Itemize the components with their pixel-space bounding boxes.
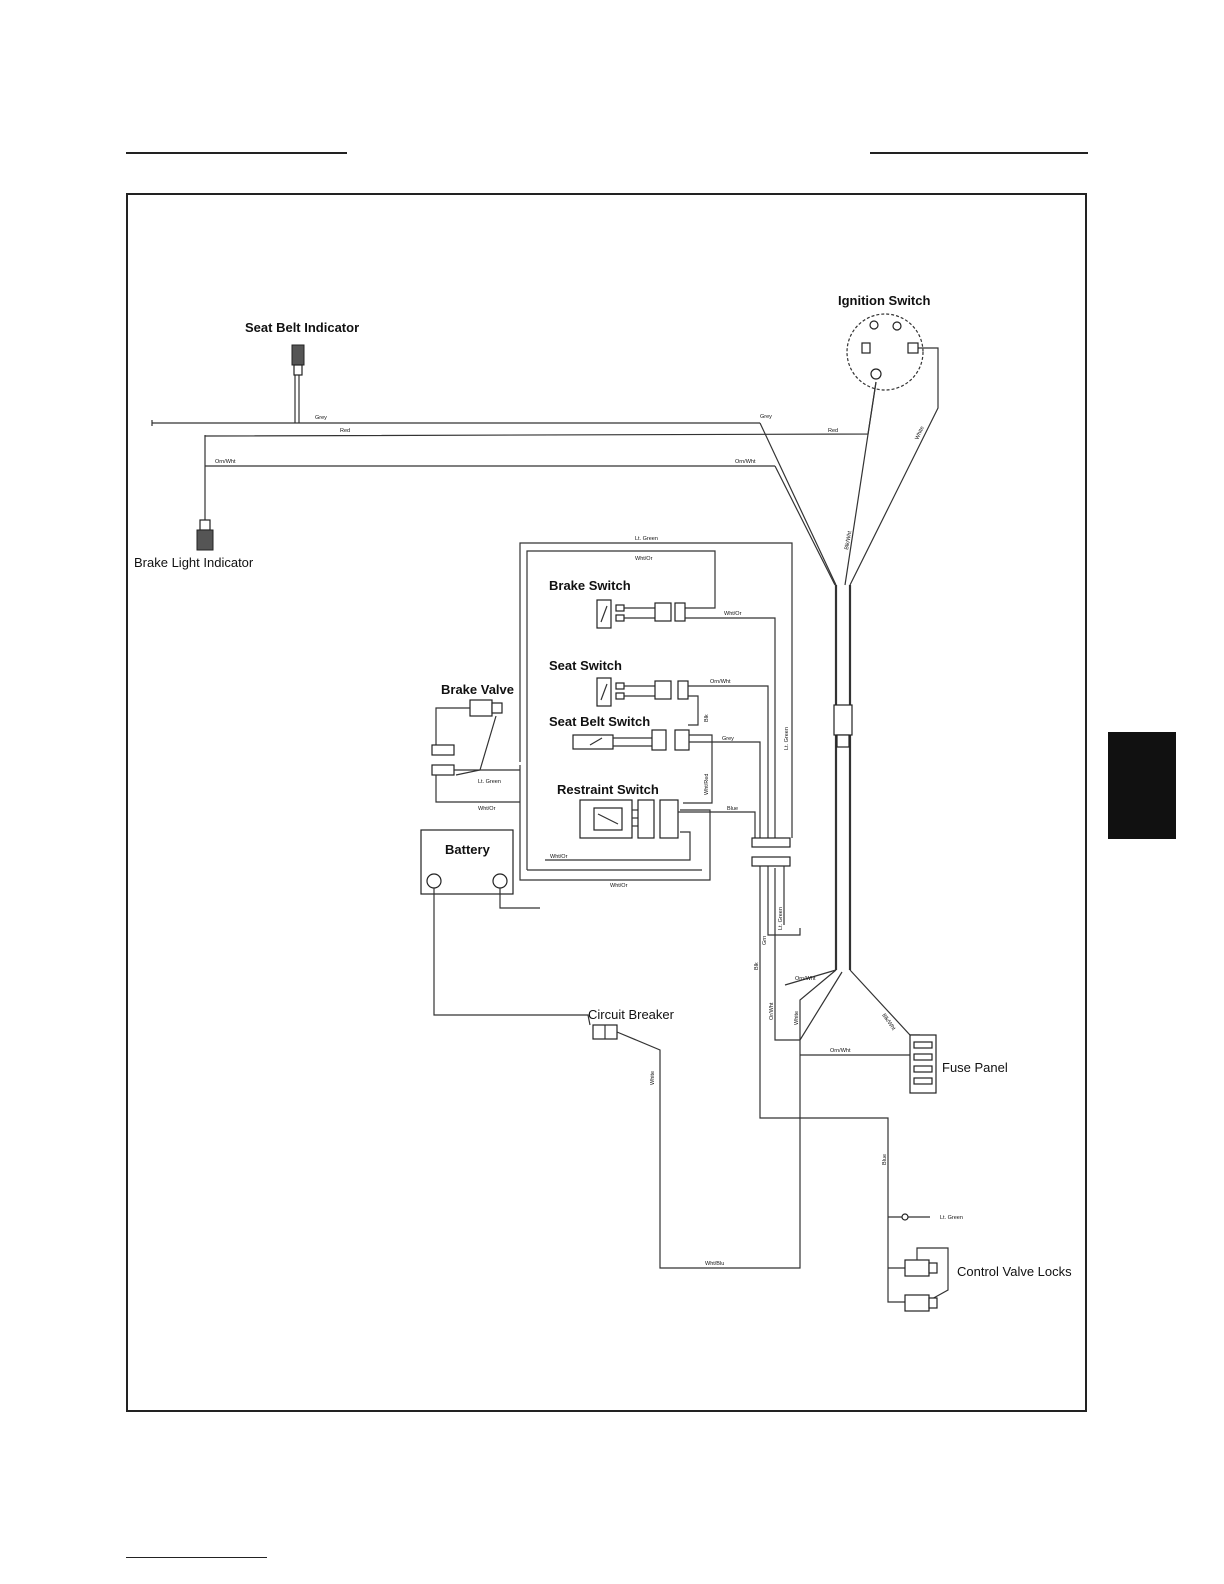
wire-label-ltgreen-cvl: Lt. Green — [940, 1215, 963, 1221]
brake-light-indicator-label: Brake Light Indicator — [134, 555, 254, 570]
ignition-switch-icon — [846, 313, 924, 391]
wire-label-ornwht-seat: Orn/Wht — [710, 679, 731, 685]
wire-label-blkwht-2: Blk/Wht — [880, 1013, 896, 1032]
wire-label-blue-cvl: Blue — [882, 1154, 888, 1165]
wire-label-whtor-top: Wht/Or — [635, 556, 653, 562]
footer-rule — [126, 1557, 267, 1558]
wire-label-blk-lower: Blk — [754, 962, 760, 970]
battery-icon — [420, 829, 591, 1026]
seat-belt-switch-label: Seat Belt Switch — [549, 714, 650, 729]
wire-label-white-1: White — [914, 426, 925, 441]
wire-label-orwht: Or/Wht — [769, 1002, 775, 1020]
wire-label-grey-2: Grey — [760, 414, 772, 420]
wire-label-whtor-brake: Wht/Or — [724, 611, 742, 617]
wire-label-whtor-loop: Wht/Or — [610, 883, 628, 889]
wire-label-ltgreen-top: Lt. Green — [635, 536, 658, 542]
wire-label-ornwht-trunk: Orn/Wht — [795, 976, 816, 982]
fuse-panel-label: Fuse Panel — [942, 1060, 1008, 1075]
seat-belt-indicator-icon — [291, 344, 305, 376]
wire-label-ornwht-1: Orn/Wht — [215, 459, 236, 465]
top-harness — [151, 347, 939, 586]
section-tab — [1108, 732, 1176, 839]
circuit-breaker-label: Circuit Breaker — [588, 1007, 675, 1022]
header-rule-left — [126, 152, 347, 154]
restraint-switch-icon — [579, 799, 756, 839]
wire-label-ltgreen-lower: Lt. Green — [778, 907, 784, 930]
circuit-breaker-icon — [592, 1024, 801, 1269]
ignition-switch-label: Ignition Switch — [838, 293, 930, 308]
fuse-panel-icon — [800, 1034, 937, 1094]
wire-label-grey-1: Grey — [315, 415, 327, 421]
seat-switch-label: Seat Switch — [549, 658, 622, 673]
switch-panel-loops — [519, 542, 793, 881]
wire-label-whtor-bottom: Wht/Or — [550, 854, 568, 860]
wire-label-red-2: Red — [828, 428, 838, 434]
wire-label-grn: Grn — [762, 936, 768, 945]
battery-label: Battery — [445, 842, 491, 857]
wire-label-whtred: Wht/Red — [704, 774, 710, 795]
brake-switch-icon — [596, 599, 776, 838]
wire-label-blk-seat: Blk — [704, 714, 710, 722]
control-valve-locks-label: Control Valve Locks — [957, 1264, 1072, 1279]
wire-label-white-trunk: White — [794, 1011, 800, 1025]
diagram-frame — [126, 193, 1087, 1412]
header-rule-right — [870, 152, 1088, 154]
wire-label-blkwht-1: Blk/Wht — [844, 530, 853, 550]
wire-label-ltgreen-brake: Lt. Green — [478, 779, 501, 785]
wire-label-ornwht-fuse: Orn/Wht — [830, 1048, 851, 1054]
seat-belt-switch-icon — [572, 729, 761, 838]
wire-label-whtor-brake-valve: Wht/Or — [478, 806, 496, 812]
brake-switch-label: Brake Switch — [549, 578, 631, 593]
wire-label-grey-seatbelt: Grey — [722, 736, 734, 742]
harness-connectors — [751, 837, 801, 1119]
main-harness — [774, 585, 920, 1125]
brake-valve-icon — [431, 699, 520, 803]
brake-light-indicator-icon — [196, 519, 214, 551]
seat-belt-indicator-label: Seat Belt Indicator — [245, 320, 359, 335]
wire-label-ltgreen-side: Lt. Green — [784, 727, 790, 750]
wire-label-red-1: Red — [340, 428, 350, 434]
seat-switch-icon — [596, 677, 769, 838]
wire-label-white-cb: White — [650, 1071, 656, 1085]
wire-label-blue-restraint: Blue — [727, 806, 738, 812]
control-valve-locks-icon — [800, 1117, 949, 1312]
brake-valve-label: Brake Valve — [441, 682, 514, 697]
restraint-switch-label: Restraint Switch — [557, 782, 659, 797]
wire-label-ornwht-2: Orn/Wht — [735, 459, 756, 465]
wire-label-whtblu: Wht/Blu — [705, 1261, 724, 1267]
